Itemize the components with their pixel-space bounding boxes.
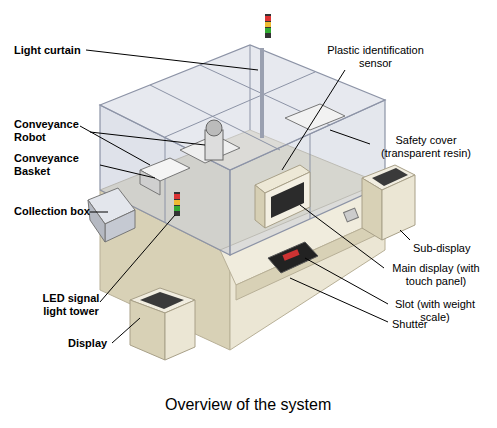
part-label: Collection box	[14, 205, 94, 218]
figure-caption: Overview of the system	[165, 396, 331, 414]
part-label: Conveyance Robot	[14, 118, 86, 144]
part-label: LED signal light tower	[38, 292, 104, 318]
part-label: Safety cover (transparent resin)	[370, 134, 482, 160]
part-label: Plastic identification sensor	[318, 44, 433, 70]
part-label: Conveyance Basket	[14, 152, 94, 178]
part-label: Display	[68, 337, 128, 350]
part-label: Main display (with touch panel)	[386, 262, 486, 288]
part-label: Light curtain	[14, 44, 104, 57]
part-label: Sub-display	[413, 242, 493, 255]
part-label: Shutter	[392, 318, 472, 331]
